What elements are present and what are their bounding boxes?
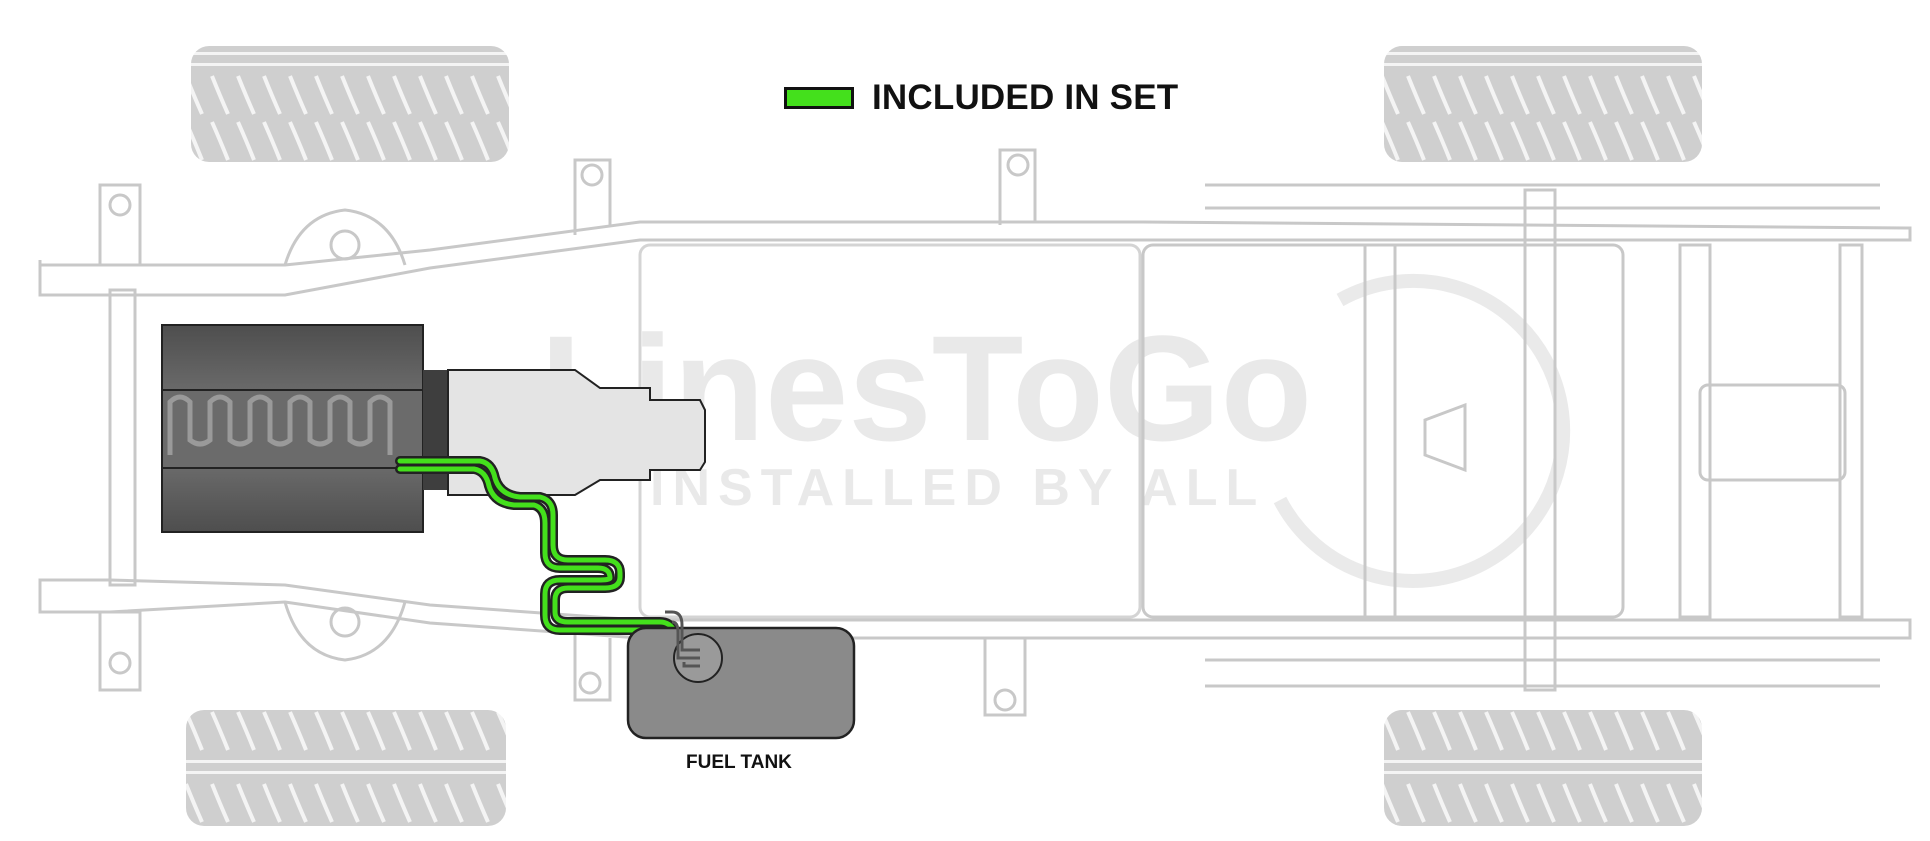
frame-rail-bottom <box>38 578 1912 640</box>
legend: INCLUDED IN SET <box>784 78 1178 118</box>
watermark: LinesToGo INSTALLED BY ALL <box>540 274 1571 588</box>
fuel-line-2 <box>397 466 687 665</box>
legend-swatch <box>784 87 854 109</box>
fuel-tank-body <box>626 626 856 740</box>
chassis-frame <box>38 148 1912 717</box>
legend-label: INCLUDED IN SET <box>872 78 1179 117</box>
fuel-tank-label: FUEL TANK <box>686 752 792 773</box>
fuel-lines <box>395 456 695 667</box>
frame-rail-top <box>38 220 1912 297</box>
tires <box>186 46 1702 826</box>
transmission <box>447 369 706 496</box>
fuel-tank <box>626 610 856 740</box>
tire-front-bottom <box>186 710 506 826</box>
tire-rear-bottom <box>1384 710 1702 826</box>
fuel-line-1 <box>397 458 693 658</box>
engine <box>161 324 448 533</box>
watermark-tagline: INSTALLED BY ALL <box>650 459 1265 517</box>
transmission-body <box>447 369 706 496</box>
tire-rear-top <box>1384 46 1702 162</box>
tire-front-top <box>191 46 509 162</box>
